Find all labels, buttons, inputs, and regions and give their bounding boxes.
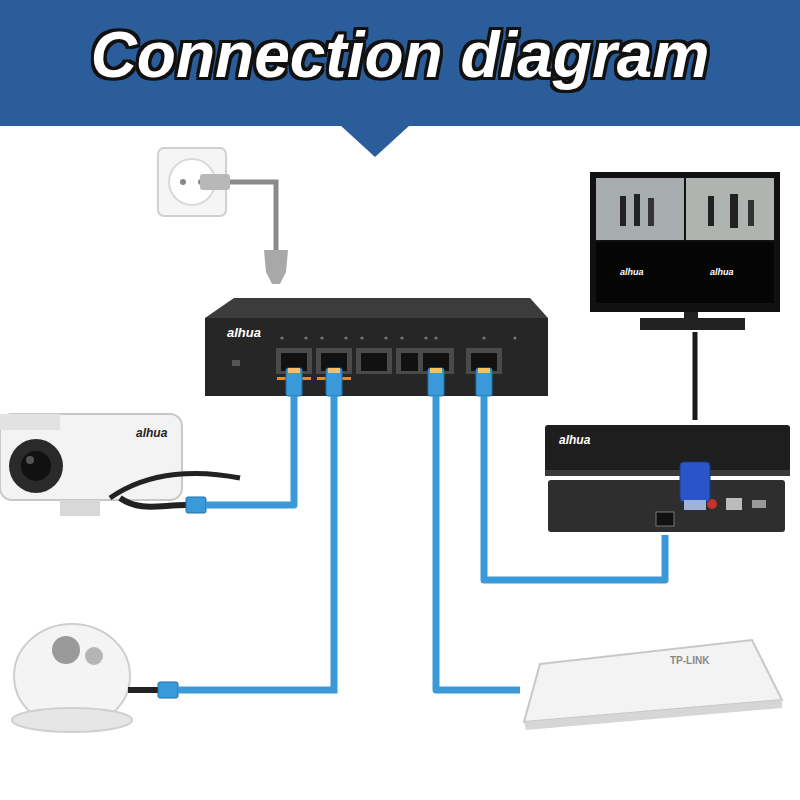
- cable: [436, 396, 520, 690]
- nvr-recorder: alhua: [545, 420, 790, 535]
- poe-switch: [205, 298, 548, 396]
- brand-label: alhua: [620, 268, 644, 278]
- cable: [484, 396, 665, 580]
- router: [524, 640, 782, 730]
- brand-label: TP-LINK: [670, 655, 709, 666]
- cable: [206, 396, 294, 505]
- header-band: [0, 0, 800, 126]
- router: TP-LINK: [520, 635, 782, 730]
- nvr-recorder: [545, 425, 790, 532]
- monitor: alhua alhua: [590, 170, 780, 332]
- bullet-camera: [0, 414, 240, 516]
- ethernet-cable: [178, 396, 334, 690]
- rj45-plugs: [286, 368, 492, 396]
- brand-label: alhua: [710, 268, 734, 278]
- brand-label: alhua: [136, 427, 167, 440]
- diagram-title: Connection diagram: [0, 18, 800, 92]
- power-cord: [230, 182, 276, 252]
- cable: [693, 332, 698, 420]
- plug-tips: [288, 368, 490, 373]
- brand-label: alhua: [559, 434, 590, 447]
- poe-switch: alhua: [205, 296, 548, 396]
- bullet-camera: alhua: [0, 405, 206, 520]
- brand-label: alhua: [227, 326, 261, 340]
- power-outlet: [158, 148, 230, 216]
- header-notch: [340, 125, 410, 157]
- power-plug: [264, 250, 288, 284]
- dome-camera: [12, 624, 178, 732]
- monitor: [590, 172, 780, 330]
